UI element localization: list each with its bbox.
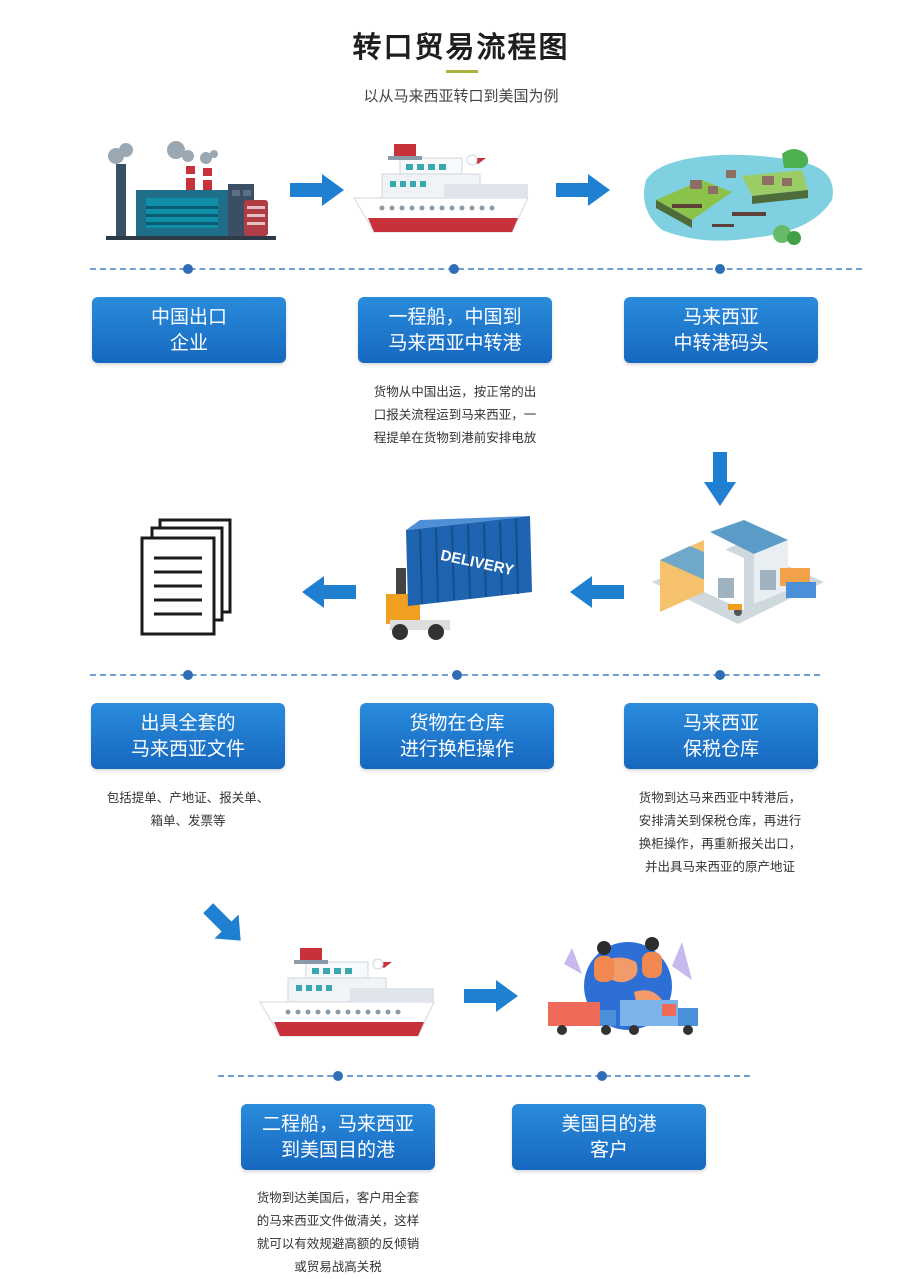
step-first-leg-ship: 一程船，中国到 马来西亚中转港 bbox=[358, 297, 552, 363]
documents-icon bbox=[140, 518, 232, 636]
step-line2: 中转港码头 bbox=[673, 332, 769, 354]
step-malaysia-port: 马来西亚 中转港码头 bbox=[624, 297, 818, 363]
arrow-left-icon bbox=[302, 576, 356, 608]
note-bonded-warehouse: 货物到达马来西亚中转港后， 安排清关到保税仓库，再进行 换柜操作，再重新报关出口… bbox=[638, 790, 802, 874]
warehouse-icon bbox=[652, 520, 824, 624]
note-first-leg: 货物从中国出运，按正常的出 口报关流程运到马来西亚，一 程提单在货物到港前安排电… bbox=[373, 384, 537, 445]
step-second-leg-ship: 二程船，马来西亚 到美国目的港 bbox=[241, 1104, 435, 1170]
step-line2: 保税仓库 bbox=[682, 738, 759, 760]
step-line1: 一程船，中国到 bbox=[388, 306, 522, 328]
arrow-icon bbox=[556, 174, 610, 206]
step-bonded-warehouse: 马来西亚 保税仓库 bbox=[624, 703, 818, 769]
timeline-dot bbox=[715, 264, 725, 274]
step-line2: 到美国目的港 bbox=[280, 1139, 395, 1161]
step-line2: 进行换柜操作 bbox=[399, 738, 514, 760]
step-line1: 马来西亚 bbox=[682, 306, 759, 328]
step-malaysia-documents: 出具全套的 马来西亚文件 bbox=[91, 703, 285, 769]
page-title: 转口贸易流程图 bbox=[352, 30, 570, 64]
arrow-icon bbox=[464, 980, 518, 1012]
step-warehouse-transfer: 货物在仓库 进行换柜操作 bbox=[360, 703, 554, 769]
timeline-dot bbox=[452, 670, 462, 680]
step-line1: 二程船，马来西亚 bbox=[261, 1113, 414, 1135]
step-line1: 出具全套的 bbox=[140, 712, 236, 734]
timeline-divider bbox=[90, 268, 862, 270]
step-line1: 中国出口 bbox=[150, 306, 227, 328]
timeline-dot bbox=[183, 670, 193, 680]
step-line2: 企业 bbox=[169, 332, 208, 354]
container-forklift-icon: DELIVERY bbox=[386, 516, 532, 640]
step-line2: 马来西亚中转港 bbox=[388, 332, 522, 354]
step-china-exporter: 中国出口 企业 bbox=[92, 297, 286, 363]
note-documents: 包括提单、产地证、报关单、 箱单、发票等 bbox=[106, 790, 270, 828]
page-subtitle: 以从马来西亚转口到美国为例 bbox=[363, 87, 559, 105]
step-line1: 美国目的港 bbox=[561, 1113, 657, 1135]
step-line1: 马来西亚 bbox=[682, 712, 759, 734]
harbor-island-icon bbox=[644, 149, 833, 245]
timeline-divider bbox=[218, 1075, 750, 1077]
timeline-dot bbox=[715, 670, 725, 680]
ship-icon bbox=[259, 947, 435, 1037]
ship-icon bbox=[353, 143, 529, 233]
step-line2: 客户 bbox=[589, 1139, 628, 1161]
arrow-down-icon bbox=[704, 452, 736, 506]
arrow-icon bbox=[290, 174, 344, 206]
arrow-diagonal-icon bbox=[203, 903, 241, 941]
step-line1: 货物在仓库 bbox=[409, 712, 505, 734]
note-second-leg: 货物到达美国后，客户用全套 的马来西亚文件做清关，这样 就可以有效规避高额的反倾… bbox=[256, 1190, 420, 1274]
factory-icon bbox=[106, 141, 276, 240]
timeline-dot bbox=[597, 1071, 607, 1081]
timeline-dot bbox=[183, 264, 193, 274]
step-us-customer: 美国目的港 客户 bbox=[512, 1104, 706, 1170]
timeline-dot bbox=[333, 1071, 343, 1081]
timeline-dot bbox=[449, 264, 459, 274]
title-underline bbox=[446, 70, 478, 73]
arrow-left-icon bbox=[570, 576, 624, 608]
customers-globe-icon bbox=[548, 937, 698, 1035]
step-line2: 马来西亚文件 bbox=[130, 738, 245, 760]
